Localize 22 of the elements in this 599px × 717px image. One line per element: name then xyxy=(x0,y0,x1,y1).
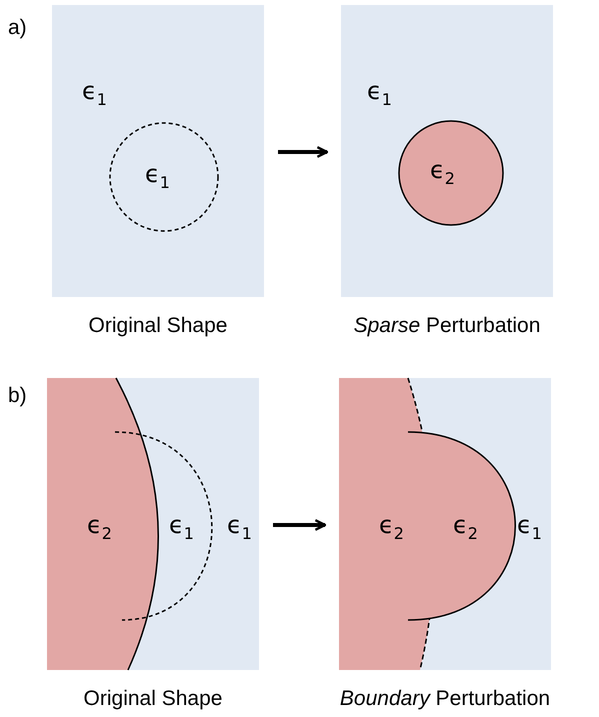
permittivity-label: ϵ$_{1}$ xyxy=(145,162,170,191)
arrow xyxy=(273,519,326,531)
permittivity-label: ϵ$_{1}$ xyxy=(227,513,252,542)
panel-letter: b) xyxy=(8,384,27,408)
permittivity-label: ϵ$_{1}$ xyxy=(517,513,542,542)
permittivity-label: ϵ$_{1}$ xyxy=(82,79,107,108)
permittivity-label: ϵ$_{1}$ xyxy=(367,79,392,108)
region-panel xyxy=(339,378,551,670)
permittivity-label: ϵ$_{2}$ xyxy=(87,513,112,542)
panel-caption: Original Shape xyxy=(82,687,224,711)
permittivity-label: ϵ$_{2}$ xyxy=(430,158,455,187)
panel-caption: Boundary Perturbation xyxy=(338,687,552,711)
permittivity-label: ϵ$_{2}$ xyxy=(379,513,404,542)
permittivity-label: ϵ$_{1}$ xyxy=(169,513,194,542)
permittivity-label: ϵ$_{2}$ xyxy=(453,513,478,542)
panel-caption: Original Shape xyxy=(88,314,228,338)
region-panel xyxy=(52,5,264,297)
region-panel xyxy=(47,378,259,670)
arrow xyxy=(278,146,328,158)
panel-caption: Sparse Perturbation xyxy=(352,314,542,338)
region-panel xyxy=(341,5,553,297)
panel-letter: a) xyxy=(8,16,27,40)
